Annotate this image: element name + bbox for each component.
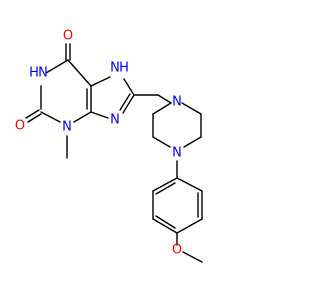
atom-o-methoxy: O	[172, 243, 182, 258]
bond-ar-4-double	[155, 215, 176, 229]
bond-n7-c8	[123, 78, 135, 96]
bond-pip-3	[183, 136, 202, 148]
bond-pip-1	[181, 102, 202, 115]
bond-c2-o	[27, 113, 42, 123]
atom-o-top: O	[63, 29, 73, 44]
bond-c6-n1	[45, 59, 69, 74]
bond-c2-n3	[40, 111, 61, 123]
bond-ar-6-double	[155, 182, 176, 195]
bond-omethoxy-ch3	[182, 251, 203, 263]
bond-c8-n9	[122, 94, 135, 114]
bond-n3-c4	[73, 111, 92, 123]
atom-n3: N	[62, 120, 72, 135]
bond-c8-n9-double	[119, 93, 131, 111]
bond-c2-o-double	[25, 109, 40, 119]
molecule-structure: O H N O N H N N N N O	[15, 29, 203, 263]
atom-h-imide: H	[29, 66, 39, 81]
bond-ar-1	[176, 177, 203, 192]
bond-ar-4	[152, 218, 178, 234]
atom-n-imide: N	[38, 66, 48, 81]
bond-ch2-pipN	[157, 94, 172, 104]
molecule-canvas: O H N O N H N N N N O	[15, 29, 203, 263]
bond-c5-c6	[67, 59, 92, 87]
atom-pip-n4: N	[172, 146, 182, 161]
bond-n9-c4	[90, 111, 109, 119]
atom-h-n7: H	[119, 61, 129, 76]
bond-c5-n7	[90, 76, 111, 87]
bond-pip-6	[152, 102, 172, 115]
atom-n7: N	[110, 61, 120, 76]
atom-pip-n1: N	[172, 95, 182, 110]
atom-n9: N	[110, 113, 120, 128]
bond-pip-4	[152, 136, 171, 148]
bond-ar-3	[176, 218, 203, 234]
atom-o-left: O	[15, 119, 25, 134]
bond-ar-6	[152, 177, 178, 192]
